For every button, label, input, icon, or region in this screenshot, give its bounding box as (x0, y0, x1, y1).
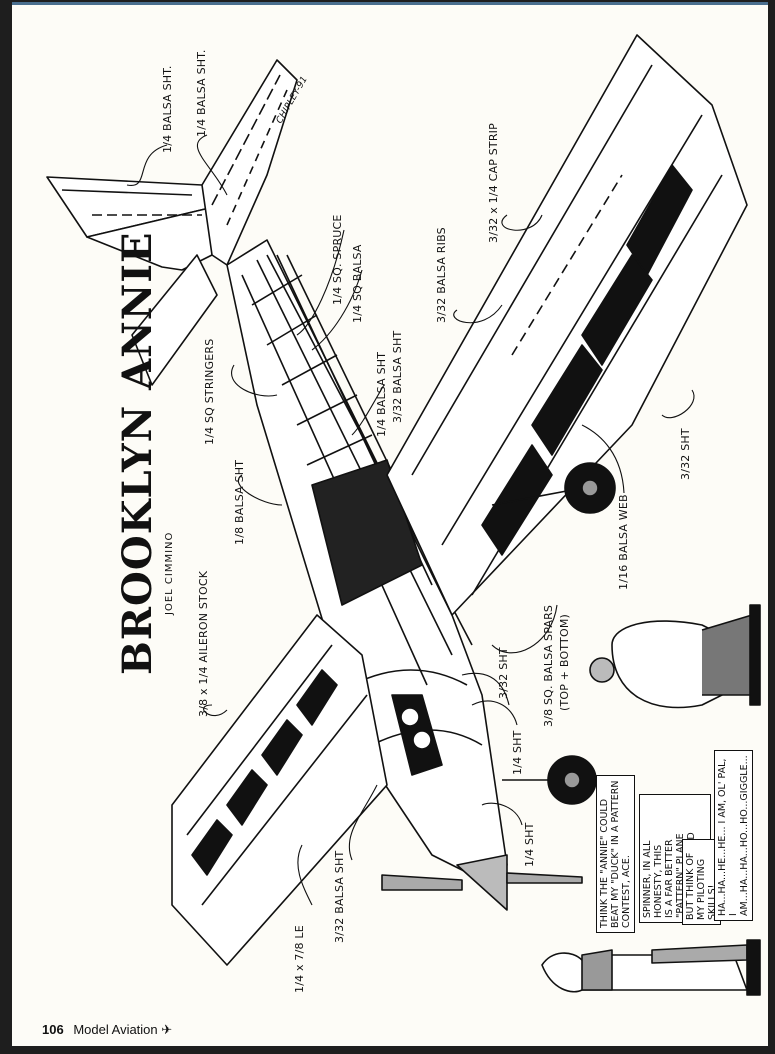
landing-gear (491, 462, 616, 805)
label-aileron: 3/8 x 1/4 AILERON STOCK (197, 570, 210, 717)
speech-bubble-1: THINK THE "ANNIE" COULD BEAT MY "DUCK" I… (596, 775, 635, 933)
airplane-icon: ✈ (161, 1022, 173, 1037)
label-nose-sheet: 1/4 SHT (523, 822, 536, 867)
label-spars-note: (TOP + BOTTOM) (558, 613, 571, 711)
leader-lines (126, 134, 695, 906)
label-stab-sheet: 1/4 BALSA SHT. (161, 65, 174, 153)
page-number: 106 (42, 1022, 64, 1037)
horizontal-stabilizer (46, 176, 223, 386)
label-sq-balsa: 1/4 SQ BALSA (351, 244, 364, 323)
label-side-sheet: 1/8 BALSA SHT (233, 459, 246, 545)
vertical-fin (201, 59, 298, 266)
label-fuse-sheet-b: 3/32 BALSA SHT (391, 330, 404, 423)
label-fuse-sheet-a: 1/4 BALSA SHT (375, 351, 388, 437)
right-wing (386, 34, 748, 616)
left-wing (171, 614, 388, 966)
label-spars: 3/8 SQ. BALSA SPARS (542, 604, 555, 727)
label-cap-strip: 3/32 x 1/4 CAP STRIP (487, 123, 500, 243)
fuselage (226, 239, 508, 881)
article-author: JOEL CIMMINO (164, 531, 175, 615)
article-title: BROOKLYN ANNIE (114, 231, 161, 675)
airplane-drawing (46, 34, 761, 996)
label-fin-sheet: 1/4 BALSA SHT. (195, 49, 208, 137)
label-web: 1/16 BALSA WEB (617, 494, 630, 590)
speech-bubble-4: HA...HA...HE...HE... I AM, OL' PAL, I AM… (714, 750, 753, 921)
page-footer: 106 Model Aviation ✈ (42, 1022, 172, 1038)
cartoon-figures (541, 604, 761, 996)
magazine-name: Model Aviation (73, 1022, 158, 1037)
label-wing-sheet: 3/32 SHT (679, 428, 692, 480)
label-spruce: 1/4 SQ. SPRUCE (331, 214, 344, 305)
label-cowl-sheet-a: 3/32 SHT (497, 647, 510, 699)
magazine-page: BROOKLYN ANNIE JOEL CIMMINO CHIPLEY-91 1… (12, 2, 768, 1046)
cowl-and-spinner (381, 694, 583, 911)
label-le-sheet: 3/32 BALSA SHT (333, 850, 346, 943)
label-stringers: 1/4 SQ STRINGERS (203, 338, 216, 445)
label-cowl-sheet-b: 1/4 SHT (511, 730, 524, 775)
label-ribs: 3/32 BALSA RIBS (435, 227, 448, 323)
label-leading-edge: 1/4 x 7/8 LE (293, 925, 306, 993)
